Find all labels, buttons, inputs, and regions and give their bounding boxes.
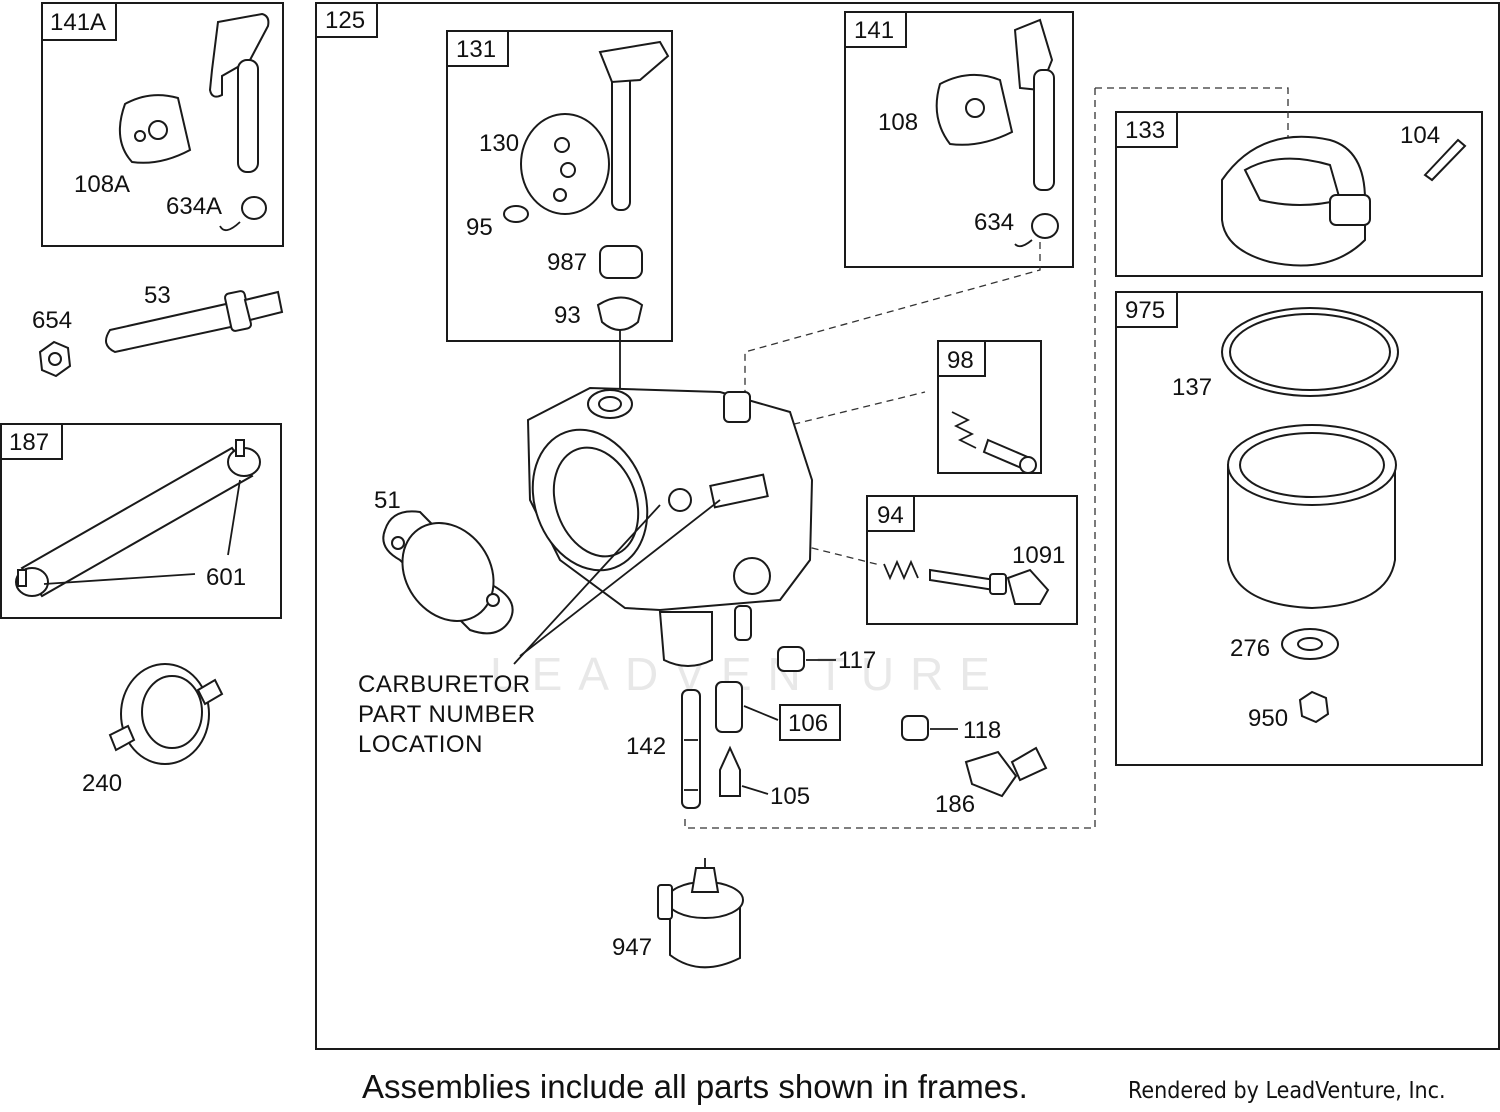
frame-label-141A: 141A — [50, 9, 106, 36]
label-142: 142 — [626, 733, 666, 760]
frame-label-187: 187 — [9, 429, 49, 456]
carburetor-part-number-note: CARBURETOR PART NUMBER LOCATION — [358, 671, 536, 758]
label-276: 276 — [1230, 635, 1270, 662]
frame-label-133: 133 — [1125, 117, 1165, 144]
tube-142 — [681, 689, 701, 809]
label-130: 130 — [479, 130, 519, 157]
footer-note: Assemblies include all parts shown in fr… — [362, 1068, 1028, 1105]
jet-117 — [777, 646, 836, 672]
footer-credit: Rendered by LeadVenture, Inc. — [1128, 1078, 1446, 1104]
frame-975: 975 — [1115, 291, 1483, 766]
gasket-51 — [382, 510, 514, 635]
label-947: 947 — [612, 934, 652, 961]
fuel-line-187 — [15, 439, 261, 598]
frame-label-106: 106 — [788, 710, 828, 737]
idle-screw-98 — [951, 411, 1037, 474]
label-987: 987 — [547, 249, 587, 276]
jet-118 — [901, 715, 958, 741]
label-118: 118 — [963, 717, 1001, 744]
solenoid-947 — [657, 858, 744, 969]
label-95: 95 — [466, 214, 493, 241]
label-654: 654 — [32, 307, 72, 334]
label-634A: 634A — [166, 193, 222, 220]
needle-105 — [719, 745, 769, 797]
label-108A: 108A — [74, 171, 130, 198]
fuel-filter-240 — [108, 663, 224, 765]
seat-106 — [715, 681, 779, 733]
cap-1091 — [1006, 568, 1050, 605]
bowl-975 — [1221, 307, 1399, 724]
frame-131: 131 — [446, 30, 673, 342]
mixture-screw-94 — [883, 559, 1007, 595]
carburetor-body — [526, 386, 814, 667]
elbow-186 — [964, 746, 1048, 798]
label-1091: 1091 — [1012, 542, 1065, 569]
frame-label-94: 94 — [877, 502, 904, 529]
part-labels: 108A 634A 53 654 601 240 130 95 987 93 1… — [32, 109, 1440, 961]
label-53: 53 — [144, 282, 171, 309]
frame-94: 94 — [866, 495, 1078, 625]
label-117: 117 — [838, 647, 876, 674]
label-108: 108 — [878, 109, 918, 136]
carburetor-leader-lines — [513, 499, 721, 665]
choke-assembly-131 — [503, 40, 670, 395]
note-line-2: PART NUMBER — [358, 701, 536, 728]
frame-125: 125 — [315, 2, 1500, 1050]
frame-label-98: 98 — [947, 347, 974, 374]
pin-104 — [1423, 138, 1467, 182]
label-137: 137 — [1172, 374, 1212, 401]
frame-label-125: 125 — [325, 7, 365, 34]
label-186: 186 — [935, 791, 975, 818]
frame-label-141: 141 — [854, 17, 894, 44]
label-105: 105 — [770, 783, 810, 810]
note-line-1: CARBURETOR — [358, 671, 531, 698]
fitting-53 — [105, 290, 284, 354]
label-104: 104 — [1400, 122, 1440, 149]
note-line-3: LOCATION — [358, 731, 483, 758]
frame-187: 187 — [0, 423, 282, 619]
label-240: 240 — [82, 770, 122, 797]
frame-label-975: 975 — [1125, 297, 1165, 324]
frame-141A: 141A — [41, 2, 284, 247]
frame-106: 106 — [779, 704, 841, 741]
watermark: LEADVENTURE — [490, 648, 1006, 700]
throttle-assembly-141 — [935, 18, 1059, 248]
frame-133: 133 — [1115, 111, 1483, 277]
label-634: 634 — [974, 209, 1014, 236]
frame-141: 141 — [844, 11, 1074, 268]
frame-label-131: 131 — [456, 36, 496, 63]
label-601: 601 — [206, 564, 246, 591]
dashed-connectors — [684, 87, 1289, 829]
throttle-shaft-141A — [118, 12, 270, 232]
leader-601 — [43, 479, 241, 585]
label-51: 51 — [374, 487, 401, 514]
label-93: 93 — [554, 302, 581, 329]
nut-654 — [38, 340, 72, 378]
frame-98: 98 — [937, 340, 1042, 474]
bowl-clip-133 — [1221, 135, 1371, 267]
label-950: 950 — [1248, 705, 1288, 732]
